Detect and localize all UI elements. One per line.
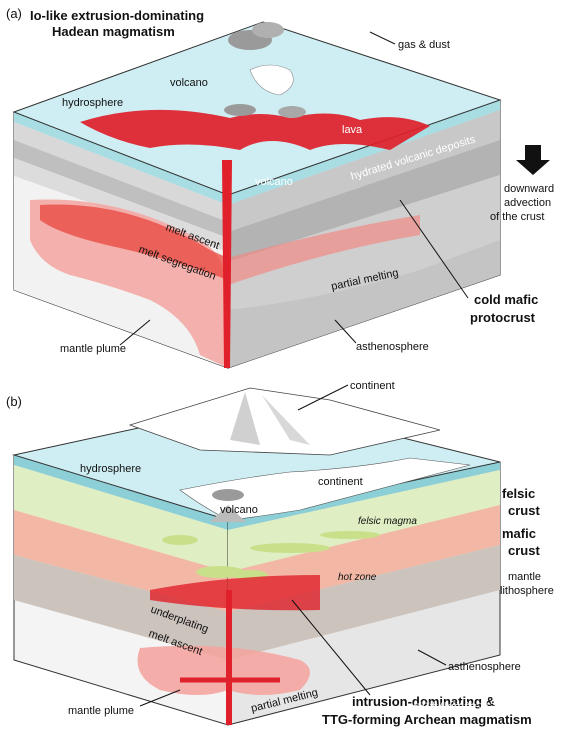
downward-2: advection bbox=[504, 197, 551, 209]
down-arrow-icon bbox=[516, 145, 550, 175]
cold-mafic-2: protocrust bbox=[470, 310, 536, 325]
mafic-1: mafic bbox=[502, 526, 536, 541]
panel-a-tag: (a) bbox=[6, 6, 22, 21]
bottom-line2: TTG-forming Archean magmatism bbox=[322, 712, 532, 727]
watermark: 地球化学前沿英文版 bbox=[412, 701, 529, 717]
felsic-1: felsic bbox=[502, 486, 535, 501]
hot-zone-label: hot zone bbox=[338, 572, 377, 583]
mantle-lith-2: lithosphere bbox=[500, 585, 554, 597]
downward-3: of the crust bbox=[490, 211, 544, 223]
mafic-2: crust bbox=[508, 543, 540, 558]
asthenosphere-a-label: asthenosphere bbox=[356, 341, 429, 353]
continent-top-label: continent bbox=[350, 380, 395, 392]
hydrosphere-b-label: hydrosphere bbox=[80, 463, 141, 475]
felsic-2: crust bbox=[508, 503, 540, 518]
continent-mid-label: continent bbox=[318, 476, 363, 488]
volcano-top-label: volcano bbox=[170, 77, 208, 89]
asthenosphere-b-label: asthenosphere bbox=[448, 661, 521, 673]
cold-mafic-1: cold mafic bbox=[474, 292, 538, 307]
gas-dust-label: gas & dust bbox=[398, 39, 450, 51]
downward-1: downward bbox=[504, 183, 554, 195]
panel-a-title-line1: Io-like extrusion-dominating bbox=[30, 8, 204, 23]
mantle-lith-1: mantle bbox=[508, 571, 541, 583]
felsic-magma-label: felsic magma bbox=[358, 516, 417, 527]
mantle-plume-a-label: mantle plume bbox=[60, 343, 126, 355]
panel-b-tag: (b) bbox=[6, 394, 22, 409]
volcano-b-label: volcano bbox=[220, 504, 258, 516]
mantle-plume-b-label: mantle plume bbox=[68, 705, 134, 717]
panel-a-title-line2: Hadean magmatism bbox=[52, 24, 175, 39]
hydrosphere-a-label: hydrosphere bbox=[62, 97, 123, 109]
panel-b-block bbox=[12, 387, 501, 726]
bottom-line1: intrusion-dominating & bbox=[352, 694, 495, 709]
volcano-mid-label: volcano bbox=[255, 176, 293, 188]
panel-a-block bbox=[12, 21, 502, 369]
lava-label: lava bbox=[342, 124, 363, 136]
